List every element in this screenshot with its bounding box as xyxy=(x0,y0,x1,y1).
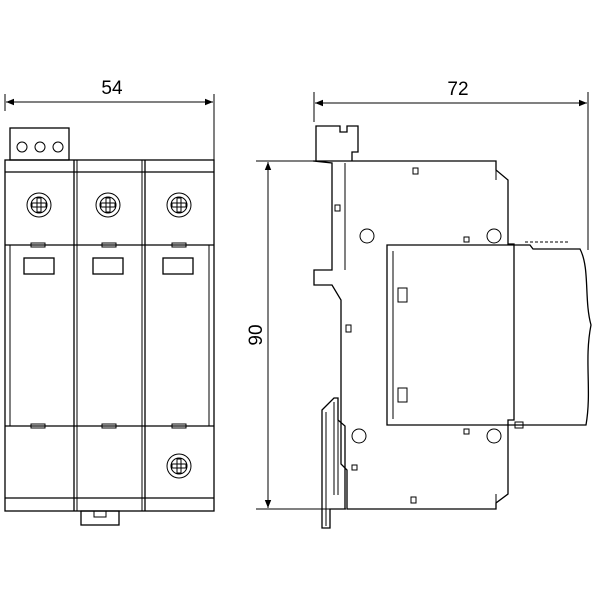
status-window xyxy=(23,257,55,275)
protection-module xyxy=(386,241,592,429)
screw-icon xyxy=(95,192,121,218)
front-view: 54 xyxy=(4,78,215,526)
screw-icon xyxy=(166,453,192,479)
status-window xyxy=(162,257,194,275)
width-dimension: 54 xyxy=(4,78,215,160)
height-dimension: 90 xyxy=(246,160,346,510)
rail-clip xyxy=(321,397,346,529)
depth-dimension: 72 xyxy=(313,79,589,250)
front-body xyxy=(4,159,215,512)
screw-icon xyxy=(166,192,192,218)
width-dimension-label: 54 xyxy=(101,78,123,99)
din-clip xyxy=(80,510,120,526)
side-view: 72 90 xyxy=(246,79,592,529)
side-connector xyxy=(315,125,359,161)
screw-icon xyxy=(26,192,52,218)
depth-dimension-label: 72 xyxy=(447,79,468,100)
status-window xyxy=(92,257,124,275)
top-connector xyxy=(9,127,70,161)
side-body xyxy=(312,160,515,510)
height-dimension-label: 90 xyxy=(246,324,267,345)
